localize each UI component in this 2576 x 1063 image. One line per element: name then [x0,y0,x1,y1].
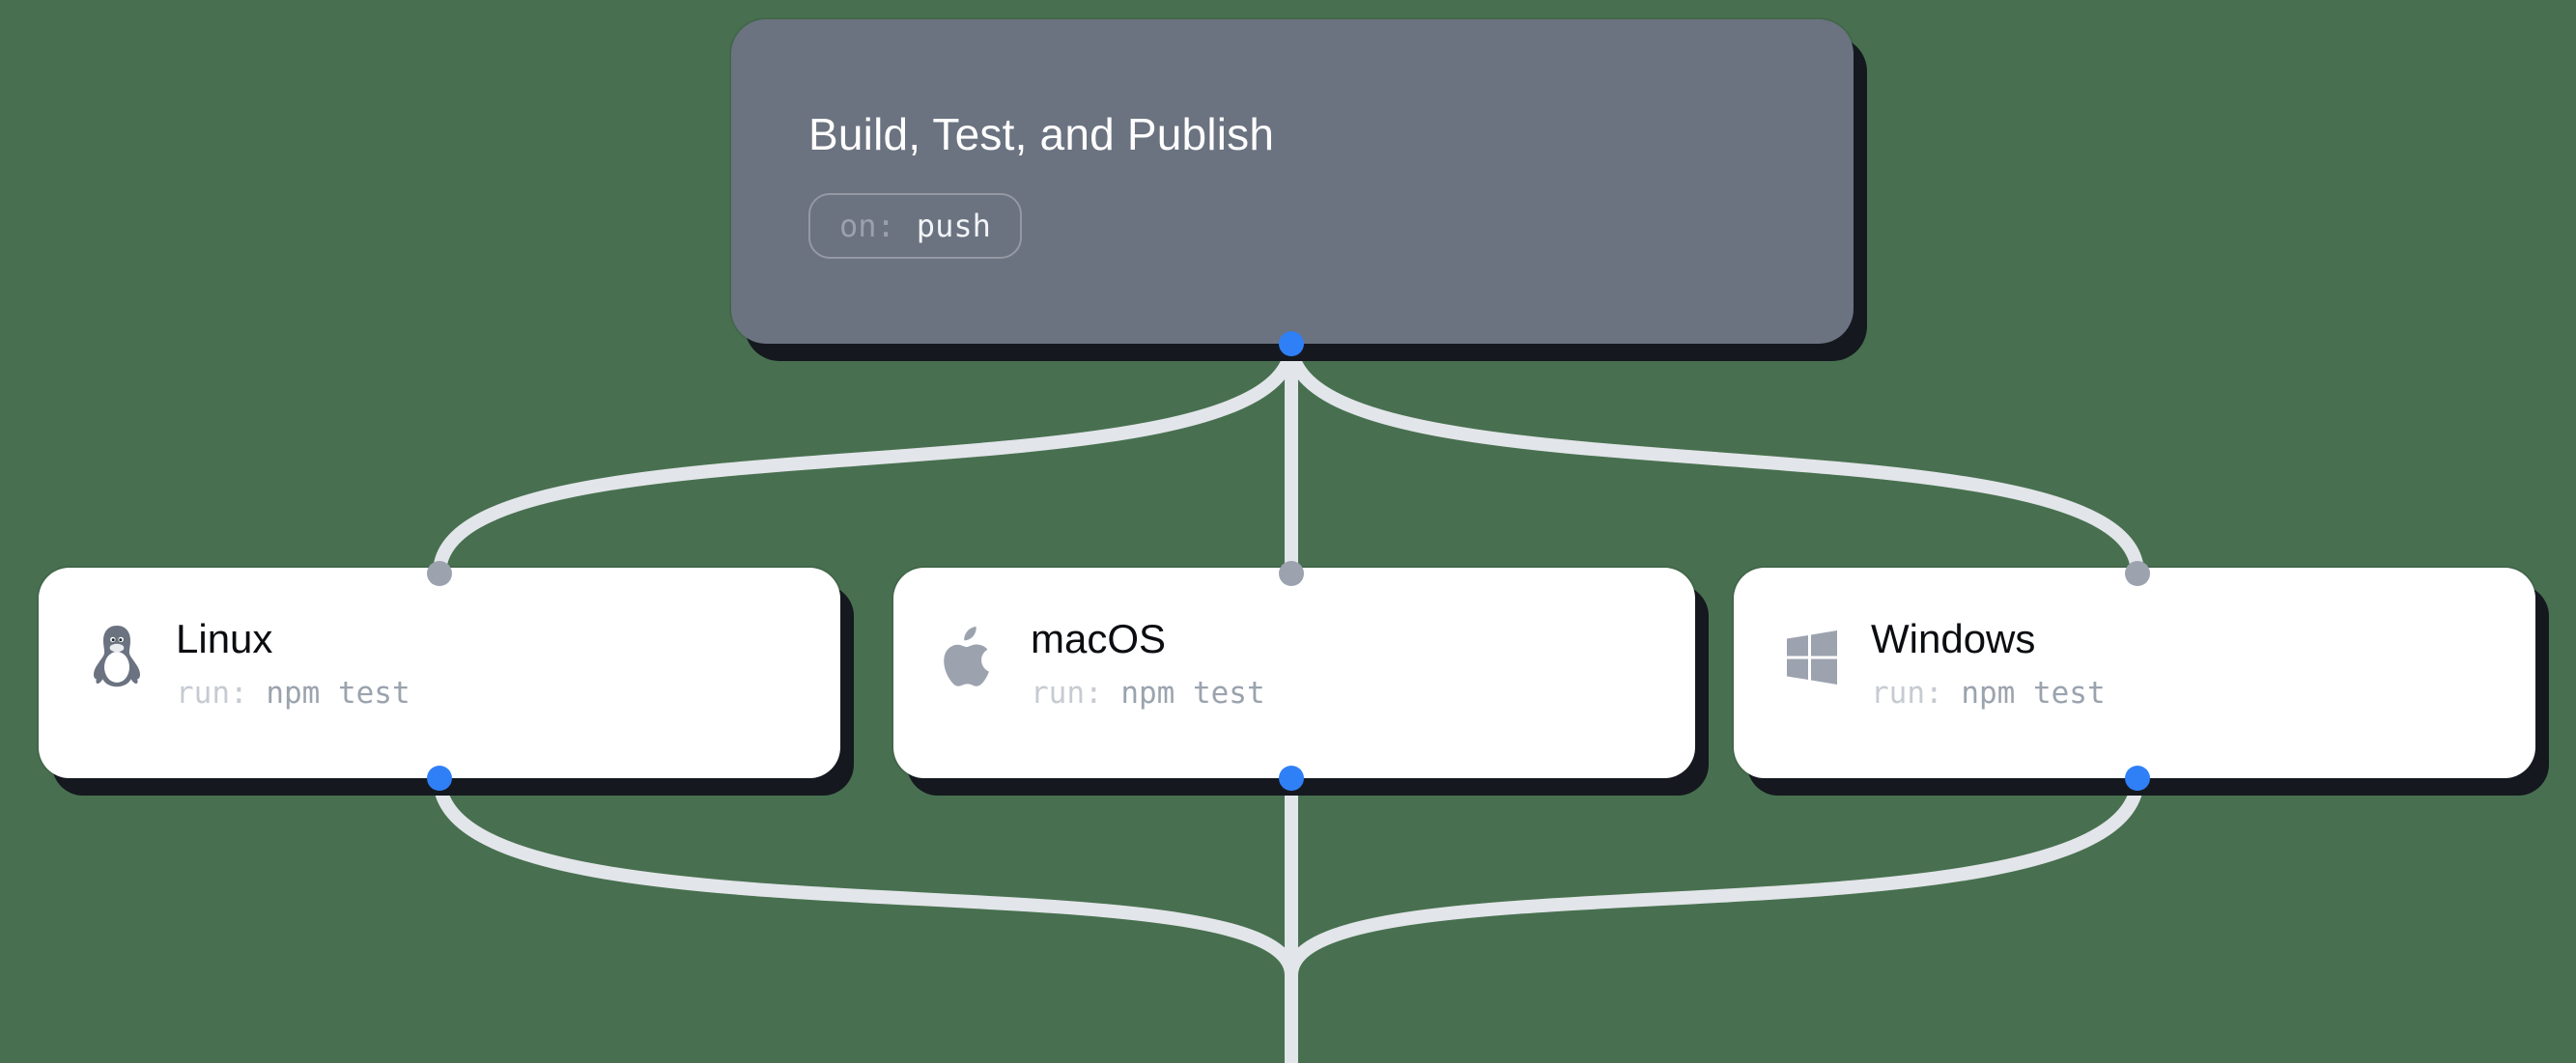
job-run-key-windows: run: [1871,676,1943,712]
job-run-key-linux: run: [176,676,248,712]
edge-windows-to-publish [1285,771,2144,1063]
workflow-trigger-value: push [916,208,991,244]
job-run-command-windows: npm test [1961,676,2106,712]
linux-target-handle[interactable] [427,561,452,586]
job-text-macos: macOS run: npm test [1031,616,1265,711]
workflow-title: Build, Test, and Publish [808,109,1275,159]
job-text-windows: Windows run: npm test [1871,616,2106,711]
job-run-command-macos: npm test [1120,676,1265,712]
apple-icon [944,627,989,686]
windows-icon [1787,630,1837,685]
workflow-trigger-badge[interactable]: on: push [808,193,1022,259]
job-title-linux: Linux [176,616,273,661]
linux-penguin-icon [94,626,140,687]
job-node-macos[interactable]: macOS run: npm test [893,568,1695,778]
macos-target-handle[interactable] [1279,561,1304,586]
job-run-windows: run: npm test [1871,676,2106,711]
linux-source-handle[interactable] [427,766,452,791]
edge-workflow-to-linux [433,337,1298,580]
macos-source-handle[interactable] [1279,766,1304,791]
job-node-windows[interactable]: Windows run: npm test [1734,568,2535,778]
job-run-linux: run: npm test [176,676,410,711]
job-run-key-macos: run: [1031,676,1103,712]
job-title-macos: macOS [1031,616,1167,661]
job-run-macos: run: npm test [1031,676,1265,711]
job-run-command-linux: npm test [266,676,410,712]
workflow-source-handle[interactable] [1279,331,1304,356]
workflow-node[interactable]: Build, Test, and Publish on: push [731,19,1854,344]
job-node-linux[interactable]: Linux run: npm test [39,568,840,778]
edge-linux-to-publish [433,771,1298,1063]
windows-target-handle[interactable] [2125,561,2150,586]
workflow-trigger-key: on: [839,208,895,244]
edge-workflow-to-windows [1285,337,2144,580]
job-text-linux: Linux run: npm test [176,616,410,711]
windows-source-handle[interactable] [2125,766,2150,791]
job-title-windows: Windows [1871,616,2036,661]
